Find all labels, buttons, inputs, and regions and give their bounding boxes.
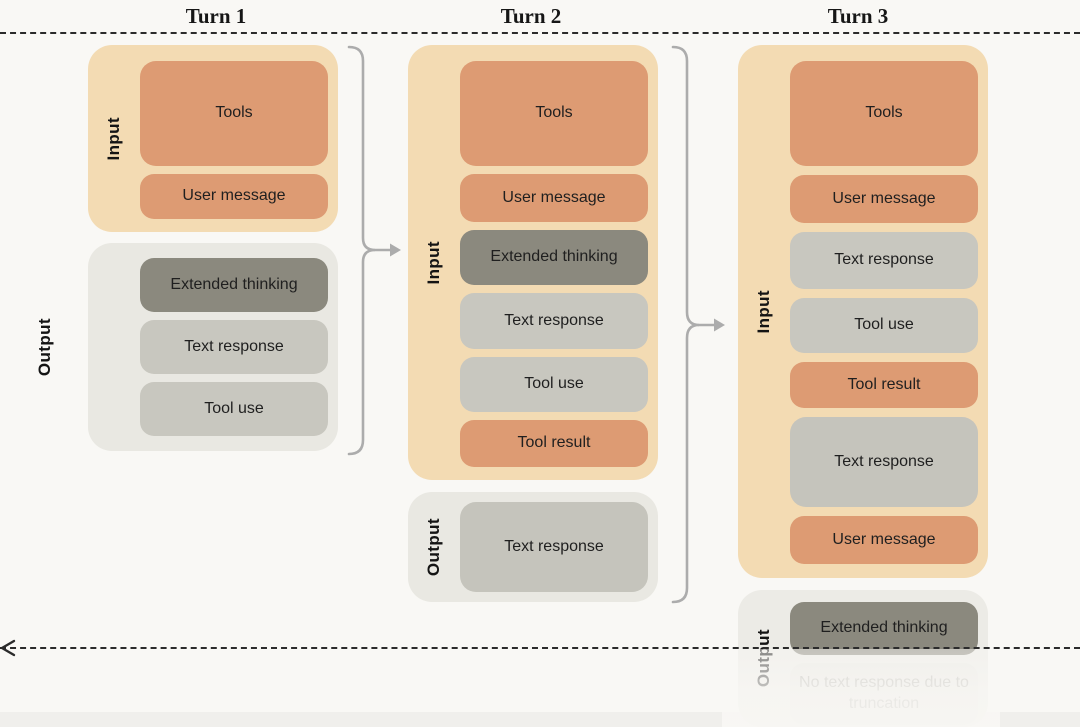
box-tool-use: Tool use [460,357,648,412]
turn-2-output-panel: Output Text response [408,492,658,602]
left-arrow-icon [0,639,16,657]
bottom-dashed-divider [0,647,1080,649]
box-tool-result: Tool result [790,362,978,408]
turn-2-input-content: Tools User message Extended thinking Tex… [460,45,658,480]
input-label: Input [424,240,443,285]
output-label: Output [424,517,443,577]
turn-2-input-panel: Input Tools User message Extended thinki… [408,45,658,480]
top-dashed-divider [0,32,1080,34]
turn-1-input-content: Tools User message [140,45,338,232]
box-extended-thinking: Extended thinking [140,258,328,312]
box-tools: Tools [140,61,328,166]
input-label: Input [104,116,123,161]
box-tools: Tools [460,61,648,166]
box-text-response: Text response [790,232,978,289]
box-text-response: Text response [460,293,648,349]
box-text-response: Text response [460,502,648,592]
input-label: Input [754,289,773,334]
turn-1-title: Turn 1 [185,4,247,28]
box-text-response: Text response [790,417,978,507]
box-tool-use: Tool use [140,382,328,436]
truncation-fade-overlay [722,649,1000,727]
turn-3-title: Turn 3 [827,4,889,28]
turn-3-input-panel: Input Tools User message Text response T… [738,45,988,578]
turn-3-input-label-column: Input [738,45,790,578]
box-user-message: User message [790,175,978,223]
turn-1-output-label-column: Output [28,243,62,451]
turn-2-output-label-column: Output [408,492,460,602]
turn-3-input-content: Tools User message Text response Tool us… [790,45,988,578]
turn-2-title: Turn 2 [500,4,562,28]
turn-1-input-panel: Input Tools User message [88,45,338,232]
box-tool-use: Tool use [790,298,978,353]
box-extended-thinking: Extended thinking [790,602,978,655]
turn-2-to-turn-3-brace-arrow-icon [671,45,725,604]
turn-1-output-spacer [88,243,140,451]
turn-1-output-content: Extended thinking Text response Tool use [140,243,338,451]
turn-1-input-label-column: Input [88,45,140,232]
box-user-message: User message [460,174,648,222]
box-user-message: User message [790,516,978,564]
turn-1-to-turn-2-brace-arrow-icon [347,45,401,456]
turn-2-input-label-column: Input [408,45,460,480]
turn-1-output-panel: Extended thinking Text response Tool use [88,243,338,451]
box-extended-thinking: Extended thinking [460,230,648,285]
turn-2-output-content: Text response [460,492,658,602]
box-text-response: Text response [140,320,328,374]
box-user-message: User message [140,174,328,219]
box-tool-result: Tool result [460,420,648,467]
box-tools: Tools [790,61,978,166]
output-label: Output [35,317,54,377]
